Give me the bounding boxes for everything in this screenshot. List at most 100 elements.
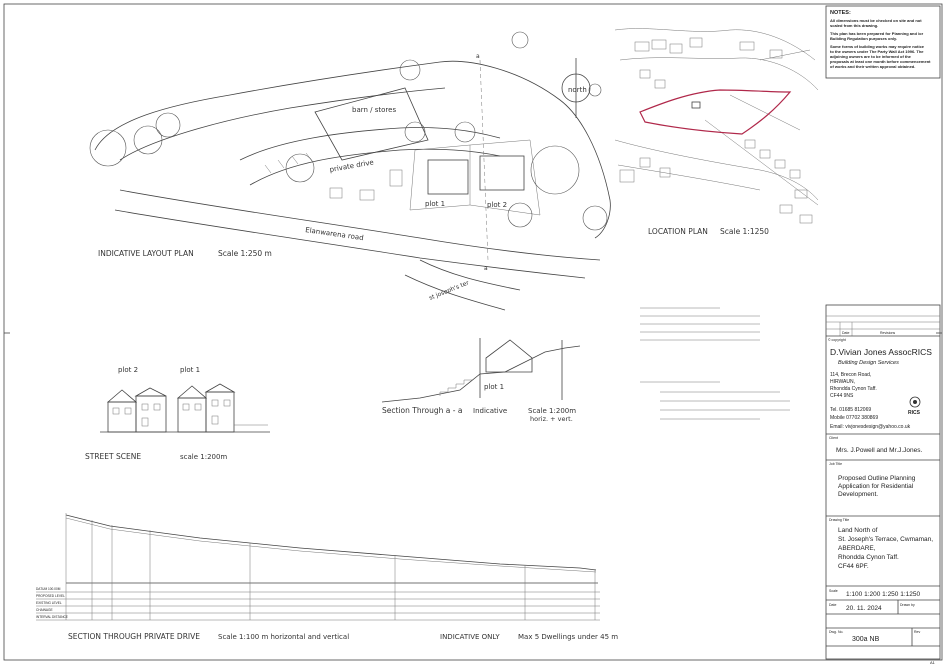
dwg-no-value: 300a NB <box>852 636 880 643</box>
drive-profile-existing <box>65 517 597 573</box>
address-line: 114, Brecon Road, <box>830 372 871 378</box>
row-label: INTERVAL DISTANCE <box>36 615 68 619</box>
windows <box>112 399 231 427</box>
street-plot-1-label: plot 1 <box>180 366 200 374</box>
private-drive-label: private drive <box>329 158 374 174</box>
drawing-title-line: Rhondda Cynon Taff. <box>838 554 899 561</box>
road-label: Elanwarena road <box>305 226 364 242</box>
street-scene-title: STREET SCENE <box>85 452 141 461</box>
tree <box>404 121 426 143</box>
section-marker-a: a <box>476 53 480 60</box>
tree <box>89 129 127 167</box>
address-line: Rhondda Cynon Taff. <box>830 386 877 392</box>
section-aa-indicative: Indicative <box>473 407 507 415</box>
house-elevation <box>205 391 235 433</box>
map-linework <box>729 49 811 131</box>
chainage-verticals <box>65 513 596 620</box>
parking-bay <box>329 187 343 199</box>
street-plot-2-label: plot 2 <box>118 366 138 374</box>
address-line: HIRWAUN, <box>830 379 855 385</box>
drawing-title-line: St. Joseph's Terrace, Cwmaman, <box>838 536 933 543</box>
notes-line: of works and their written approval obta… <box>830 64 915 69</box>
drawn-by-label: Drawn by <box>900 603 915 607</box>
barn-stores <box>314 87 429 161</box>
site-outline-inner <box>119 87 446 161</box>
address-line: CF44 9NS <box>830 393 854 399</box>
rev-label: Rev <box>914 630 920 634</box>
job-title-line: Proposed Outline Planning <box>838 475 916 482</box>
location-plan: LOCATION PLAN Scale 1:1250 <box>614 28 819 236</box>
tree <box>133 125 163 155</box>
street-scene: plot 2 plot 1 STREET SCENE scale 1:200m <box>85 366 270 461</box>
barn-label: barn / stores <box>352 106 396 114</box>
parking-bay <box>359 189 375 201</box>
house-elevation <box>204 383 236 393</box>
drawing-title-line: CF44 6PF. <box>838 563 869 570</box>
telephone: Tel. 01685 812069 <box>830 407 871 413</box>
notes-line: scaled from this drawing. <box>830 23 878 28</box>
section-aa-title: Section Through a - a <box>382 406 462 415</box>
tree <box>507 202 533 228</box>
house-elevation <box>106 389 138 403</box>
notes-line: proposals at least one month before comm… <box>830 59 931 64</box>
drive-profile <box>65 514 597 571</box>
ground-profile <box>381 345 581 403</box>
indicative-layout-plan: barn / stores plot 1 plot 2 a a north <box>89 31 611 311</box>
date-label: Date <box>829 603 836 607</box>
house-elevation <box>177 397 207 433</box>
plot-2-label: plot 2 <box>487 201 507 209</box>
job-title-line: Development. <box>838 491 878 498</box>
tree <box>588 83 602 97</box>
rics-logo-icon <box>913 400 917 404</box>
section-drive-max: Max 5 Dwellings under 45 m <box>518 633 618 641</box>
row-label: CHAINAGE <box>36 608 53 612</box>
road-edge <box>119 189 601 261</box>
tree <box>155 112 181 138</box>
job-title-line: Application for Residential <box>838 483 914 490</box>
house-elevation <box>134 387 167 397</box>
section-marker-a: a <box>484 265 488 272</box>
tree <box>582 205 608 231</box>
notes-line: Some forms of building works may require… <box>830 44 925 49</box>
sheet-border <box>3 3 943 661</box>
date-value: 20. 11. 2024 <box>846 605 882 612</box>
layout-plan-title: INDICATIVE LAYOUT PLAN <box>98 249 194 258</box>
section-private-drive: DATUM 100.00M PROPOSED LEVEL EXISTING LE… <box>36 513 618 641</box>
notes-line: to the owners under The Party Wall Act 1… <box>830 49 924 54</box>
notes-line: adjoining owners are to be informed of t… <box>830 54 912 59</box>
location-plan-scale: Scale 1:1250 <box>720 227 769 236</box>
rics-logo-text: RICS <box>908 410 921 416</box>
house-elevation <box>107 401 137 433</box>
site-boundary <box>639 89 792 135</box>
tree <box>454 121 476 143</box>
hatching <box>264 152 313 174</box>
plot-2-garden <box>469 139 541 216</box>
road-edge <box>114 209 586 279</box>
section-drive-title: SECTION THROUGH PRIVATE DRIVE <box>68 632 200 641</box>
scale-label: Scale <box>829 589 838 593</box>
house-elevation <box>135 395 167 433</box>
section-aa-scale: Scale 1:200m <box>528 407 576 415</box>
notes-heading: NOTES: <box>830 10 851 16</box>
rics-logo-icon <box>909 396 921 408</box>
date-column-label: Date <box>842 331 849 335</box>
section-plot-1-label: plot 1 <box>484 383 504 391</box>
tree <box>285 153 315 183</box>
tree <box>530 145 580 195</box>
location-plan-title: LOCATION PLAN <box>648 227 708 236</box>
row-label: DATUM 100.00M <box>36 587 61 591</box>
notes-line: Building Regulation purposes only. <box>830 36 897 41</box>
layout-plan-scale: Scale 1:250 m <box>218 249 272 258</box>
title-block: Date Revisions © copyright D.Vivian Jone… <box>825 304 941 665</box>
terrace-road-edge <box>404 274 506 311</box>
section-drive-scale: Scale 1:100 m horizontal and vertical <box>218 633 349 641</box>
north-label: north <box>568 86 587 94</box>
dwg-no-label: Dwg. No. <box>829 630 843 634</box>
private-drive-edge <box>239 127 501 161</box>
level-table-rows <box>36 591 600 621</box>
section-a-a: plot 1 Section Through a - a Indicative … <box>381 338 581 423</box>
private-drive-edge <box>249 148 501 186</box>
map-linework <box>617 164 761 191</box>
notes-line: This plan has been prepared for Planning… <box>830 31 924 36</box>
